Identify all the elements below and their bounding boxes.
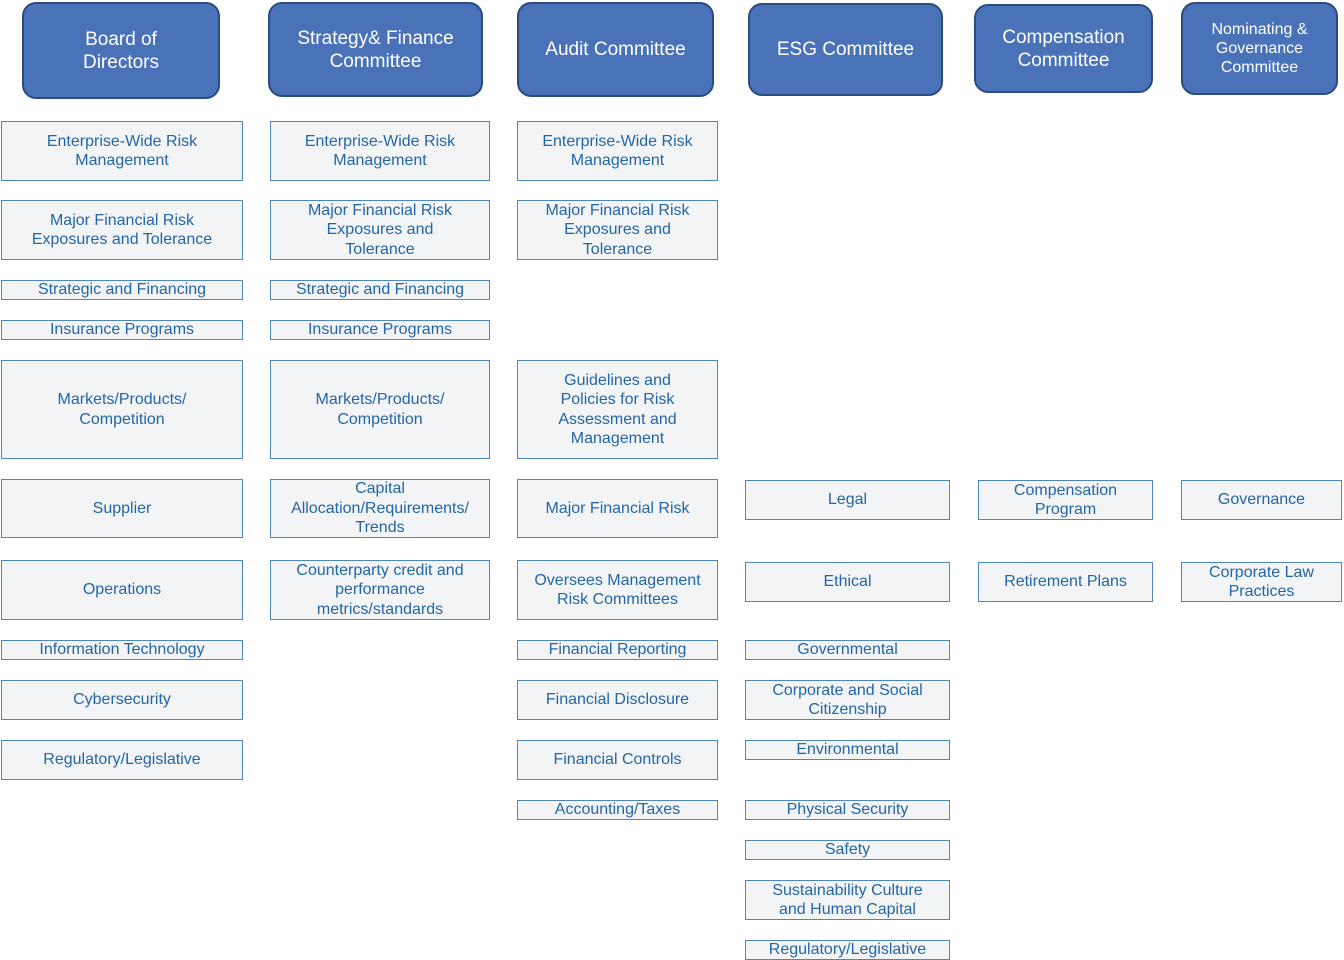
board-item-strategic-and-financing: Strategic and Financing — [1, 280, 243, 300]
esg-item-safety: Safety — [745, 840, 950, 860]
strategy-finance-item-markets-products-competition: Markets/Products/ Competition — [270, 360, 490, 459]
compensation-item-compensation-program: Compensation Program — [978, 480, 1153, 520]
header-board: Board of Directors — [22, 2, 220, 99]
strategy-finance-item-strategic-and-financing: Strategic and Financing — [270, 280, 490, 300]
board-item-cybersecurity: Cybersecurity — [1, 680, 243, 720]
header-compensation: Compensation Committee — [974, 4, 1153, 93]
board-item-insurance-programs: Insurance Programs — [1, 320, 243, 340]
esg-item-sustainability-culture-and-human-capital: Sustainability Culture and Human Capital — [745, 880, 950, 920]
header-nominating-governance: Nominating & Governance Committee — [1181, 2, 1338, 95]
esg-item-legal: Legal — [745, 480, 950, 520]
strategy-finance-item-counterparty-credit-and-performance-metrics-standards: Counterparty credit and performance metr… — [270, 560, 490, 620]
audit-item-financial-disclosure: Financial Disclosure — [517, 680, 718, 720]
audit-item-guidelines-and-policies-for-risk-assessment-and-management: Guidelines and Policies for Risk Assessm… — [517, 360, 718, 459]
board-item-markets-products-competition: Markets/Products/ Competition — [1, 360, 243, 459]
board-item-regulatory-legislative: Regulatory/Legislative — [1, 740, 243, 780]
header-esg: ESG Committee — [748, 3, 943, 96]
esg-item-regulatory-legislative: Regulatory/Legislative — [745, 940, 950, 960]
esg-item-corporate-and-social-citizenship: Corporate and Social Citizenship — [745, 680, 950, 720]
audit-item-major-financial-risk-exposures-and-tolerance: Major Financial Risk Exposures and Toler… — [517, 200, 718, 260]
esg-item-physical-security: Physical Security — [745, 800, 950, 820]
board-item-major-financial-risk-exposures-and-tolerance: Major Financial Risk Exposures and Toler… — [1, 200, 243, 260]
header-strategy-finance: Strategy& Finance Committee — [268, 2, 483, 97]
audit-item-financial-reporting: Financial Reporting — [517, 640, 718, 660]
strategy-finance-item-enterprise-wide-risk-management: Enterprise-Wide Risk Management — [270, 121, 490, 181]
compensation-item-retirement-plans: Retirement Plans — [978, 562, 1153, 602]
board-item-operations: Operations — [1, 560, 243, 620]
strategy-finance-item-insurance-programs: Insurance Programs — [270, 320, 490, 340]
board-item-supplier: Supplier — [1, 479, 243, 538]
audit-item-financial-controls: Financial Controls — [517, 740, 718, 780]
esg-item-governmental: Governmental — [745, 640, 950, 660]
header-audit: Audit Committee — [517, 2, 714, 97]
audit-item-major-financial-risk: Major Financial Risk — [517, 479, 718, 538]
board-item-information-technology: Information Technology — [1, 640, 243, 660]
audit-item-oversees-management-risk-committees: Oversees Management Risk Committees — [517, 560, 718, 620]
strategy-finance-item-major-financial-risk-exposures-and-tolerance: Major Financial Risk Exposures and Toler… — [270, 200, 490, 260]
audit-item-enterprise-wide-risk-management: Enterprise-Wide Risk Management — [517, 121, 718, 181]
esg-item-ethical: Ethical — [745, 562, 950, 602]
audit-item-accounting-taxes: Accounting/Taxes — [517, 800, 718, 820]
nominating-governance-item-governance: Governance — [1181, 480, 1342, 520]
nominating-governance-item-corporate-law-practices: Corporate Law Practices — [1181, 562, 1342, 602]
board-item-enterprise-wide-risk-management: Enterprise-Wide Risk Management — [1, 121, 243, 181]
strategy-finance-item-capital-allocation-requirements-trends: Capital Allocation/Requirements/ Trends — [270, 479, 490, 538]
esg-item-environmental: Environmental — [745, 740, 950, 760]
